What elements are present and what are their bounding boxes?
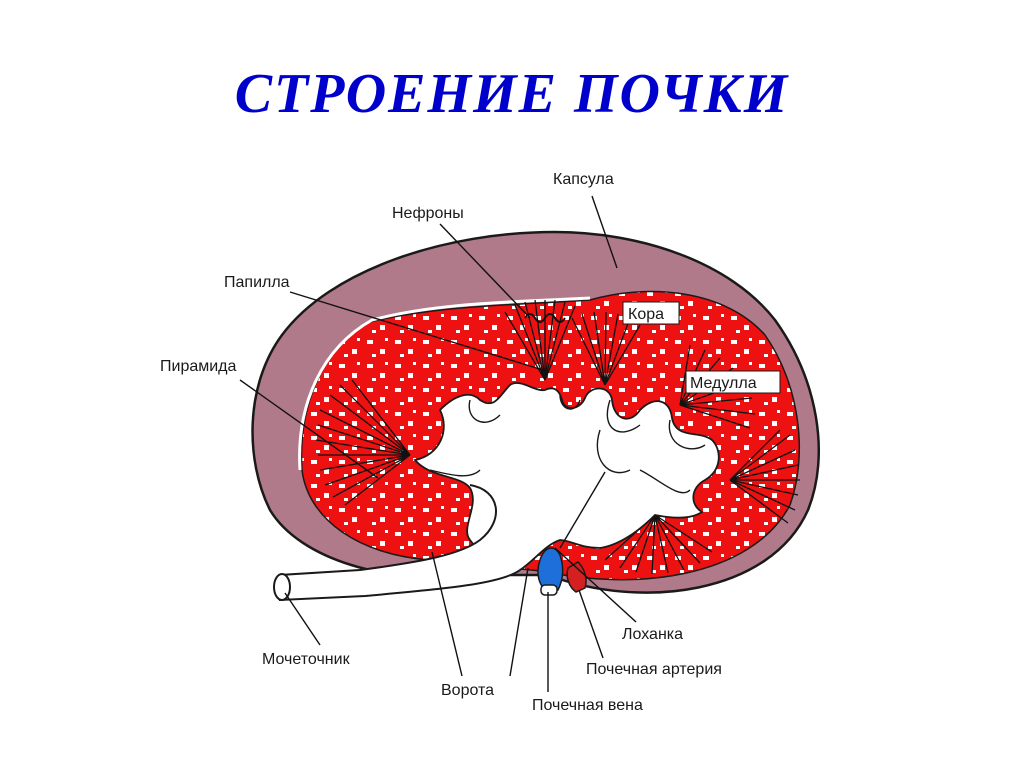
nephron-loops: [524, 313, 566, 323]
label-medulla: Медулла: [690, 375, 757, 392]
leader-lines: [239, 195, 637, 692]
label-renal-artery: Почечная артерия: [586, 661, 722, 678]
calyx-outlines: [429, 394, 706, 494]
label-cortex: Кора: [628, 306, 664, 323]
renal-vein-shape: [537, 547, 564, 591]
label-pyramid: Пирамида: [160, 358, 237, 375]
capsule-inner-line: [298, 296, 591, 471]
label-hilum: Ворота: [441, 682, 494, 699]
renal-pelvis: [413, 382, 720, 572]
label-ureter: Мочеточник: [262, 651, 351, 668]
label-box-cortex: [622, 301, 680, 325]
label-papilla: Папилла: [224, 274, 290, 291]
label-capsule: Капсула: [553, 171, 614, 188]
renal-artery-shape: [566, 561, 587, 593]
slide-title: СТРОЕНИЕ ПОЧКИ: [234, 63, 790, 125]
renal-vein-stub: [540, 584, 558, 596]
medulla-pyramids: [315, 299, 800, 575]
label-box-medulla: [685, 370, 781, 394]
label-nephrons: Нефроны: [392, 205, 464, 222]
label-renal-vein: Почечная вена: [532, 697, 643, 714]
label-pelvis: Лоханка: [622, 626, 683, 643]
ureter: [279, 484, 521, 602]
